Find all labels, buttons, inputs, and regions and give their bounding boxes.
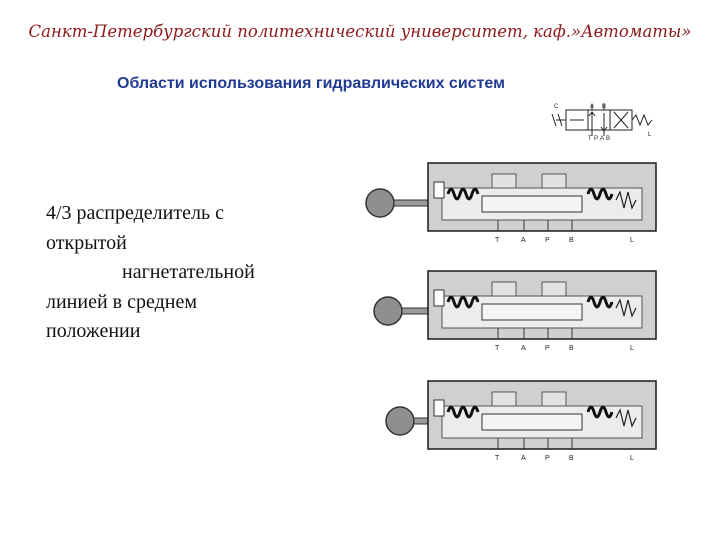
port-label: L [630,455,634,462]
symbol-label: L [648,132,652,138]
symbol-label: P [594,136,598,140]
lever-knob-icon [385,406,415,436]
slide-subtitle: Области использования гидравлических сис… [117,75,505,92]
port-label: A [521,237,526,244]
spring-icon [615,298,637,318]
port-label: B [569,237,574,244]
slide-body-text: 4/3 распределитель с открытой нагнетател… [46,199,306,347]
symbol-label: A [600,136,604,140]
spring-icon [615,190,637,210]
lever-knob-icon [365,188,395,218]
symbol-label: T [588,136,592,140]
port-label: T [495,345,500,352]
body-line-1: 4/3 распределитель с [46,202,224,224]
valve-symbol-icon: C A B T P A B L [551,104,653,140]
body-line-2: открытой [46,231,127,254]
port-label: T [495,237,500,244]
lever-knob-icon [373,296,403,326]
port-label: A [521,455,526,462]
valve-diagram: T A P B L [365,162,657,244]
port-label: P [545,237,550,244]
spring-icon [615,408,637,428]
valve-diagram: T A P B L [373,270,657,352]
body-line-4: линией в среднем [46,290,198,313]
valve-diagram: T A P B L [385,380,657,462]
slide-header: Санкт-Петербургский политехнический унив… [28,22,692,41]
port-label: T [495,455,500,462]
port-label: L [630,237,634,244]
body-line-3: нагнетательной [122,261,255,283]
port-label: P [545,345,550,352]
symbol-label: A [590,104,594,110]
symbol-label: B [602,104,606,110]
symbol-label: C [554,104,559,110]
port-label: L [630,345,634,352]
symbol-label: B [606,136,610,140]
port-label: B [569,345,574,352]
port-label: P [545,455,550,462]
body-line-5: положении [46,320,141,342]
port-label: A [521,345,526,352]
port-label: B [569,455,574,462]
